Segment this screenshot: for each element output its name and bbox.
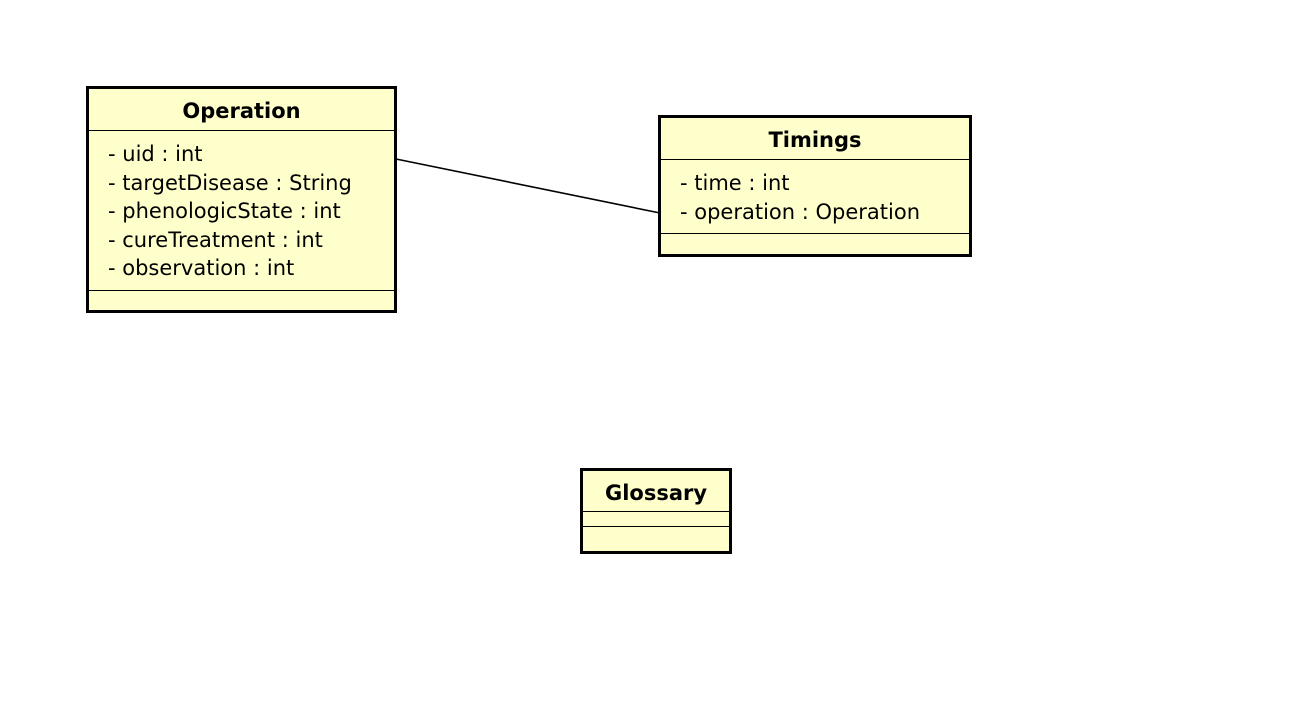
attribute: - operation : Operation (680, 199, 921, 224)
attributes-compartment: - time : int - operation : Operation (661, 159, 969, 233)
attributes-compartment: - uid : int - targetDisease : String - p… (89, 130, 394, 290)
attribute: - phenologicState : int (108, 199, 341, 223)
attributes-compartment (583, 511, 729, 526)
attribute: - uid : int (108, 142, 203, 166)
attribute: - time : int (680, 171, 790, 195)
attribute: - cureTreatment : int (108, 227, 323, 252)
class-name-operation: Operation (182, 99, 301, 123)
class-name-timings: Timings (768, 128, 862, 152)
class-name-glossary: Glossary (604, 481, 708, 505)
methods-compartment (583, 526, 729, 546)
class-glossary[interactable]: Glossary (580, 468, 732, 554)
class-operation[interactable]: Operation - uid : int - targetDisease : … (86, 86, 397, 313)
methods-compartment (661, 233, 969, 254)
methods-compartment (89, 289, 394, 311)
association-operation-timings[interactable] (395, 158, 661, 214)
class-timings[interactable]: Timings - time : int - operation : Opera… (658, 115, 972, 257)
attribute: - targetDisease : String (108, 170, 352, 195)
attribute: - observation : int (108, 256, 295, 280)
